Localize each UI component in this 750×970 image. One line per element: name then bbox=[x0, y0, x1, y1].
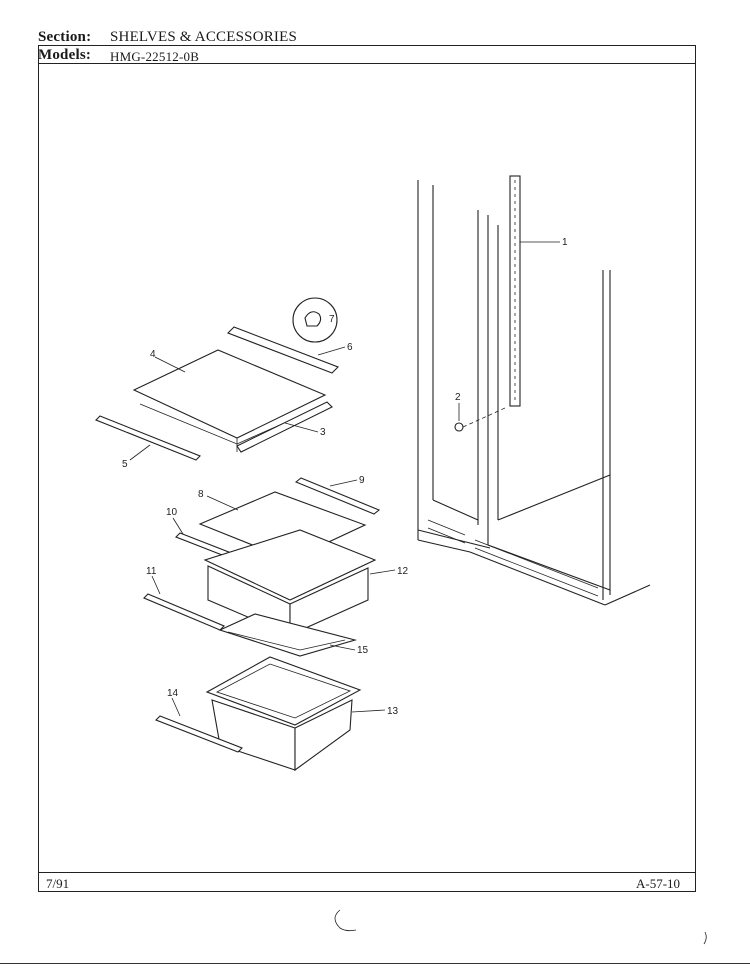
diagram-frame bbox=[38, 45, 696, 892]
callout-9: 9 bbox=[359, 475, 365, 486]
refrigerator-cabinet bbox=[417, 180, 651, 606]
lower-drawer-part-13: 13 bbox=[205, 656, 399, 772]
models-label: Models: bbox=[38, 47, 92, 63]
callout-12: 12 bbox=[397, 566, 409, 577]
crisper-drawer-part-12: 12 bbox=[203, 529, 409, 636]
callout-15: 15 bbox=[357, 645, 369, 656]
side-rail-part-14: 14 bbox=[155, 688, 243, 753]
clip-inset-part-7: 7 bbox=[292, 297, 338, 343]
callout-3: 3 bbox=[320, 427, 326, 438]
revision-date: 7/91 bbox=[46, 876, 70, 891]
footer-divider bbox=[38, 872, 696, 873]
callout-8: 8 bbox=[198, 489, 204, 500]
header-divider bbox=[38, 63, 696, 64]
callout-4: 4 bbox=[150, 349, 156, 360]
callout-13: 13 bbox=[387, 706, 399, 717]
front-trim-part-5: 5 bbox=[95, 415, 201, 470]
callout-1: 1 bbox=[562, 237, 568, 248]
callout-2: 2 bbox=[455, 392, 461, 403]
callout-5: 5 bbox=[122, 459, 128, 470]
scan-mark bbox=[334, 909, 357, 932]
drawer-slide-part-15: 15 bbox=[218, 613, 369, 657]
section-label: Section: bbox=[38, 29, 92, 45]
page-code: A-57-10 bbox=[636, 876, 681, 891]
glass-shelf-part-4: 4 bbox=[132, 349, 328, 452]
callout-11: 11 bbox=[146, 566, 157, 577]
page-bottom-rule bbox=[0, 963, 750, 964]
side-rail-part-11: 11 bbox=[143, 566, 225, 631]
callout-6: 6 bbox=[347, 342, 353, 353]
rear-trim-part-6: 6 bbox=[227, 326, 353, 374]
callout-10: 10 bbox=[166, 507, 178, 518]
screw-part-2: 2 bbox=[454, 392, 506, 432]
rear-trim-part-9: 9 bbox=[294, 475, 381, 515]
shelf-ladder-part-1: 1 bbox=[509, 175, 568, 407]
section-title: SHELVES & ACCESSORIES bbox=[110, 29, 298, 45]
callout-14: 14 bbox=[167, 688, 179, 699]
callout-7: 7 bbox=[329, 314, 335, 325]
model-number: HMG-22512-0B bbox=[110, 49, 200, 64]
shelf-frame-part-3: 3 bbox=[236, 401, 333, 453]
scan-mark bbox=[703, 931, 707, 945]
